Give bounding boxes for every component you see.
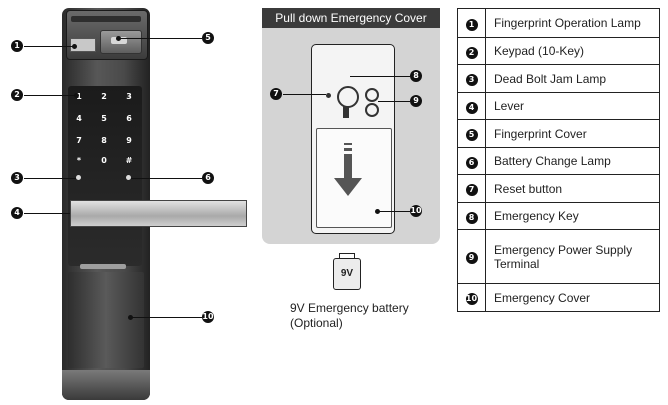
emergency-key-shaft — [343, 106, 349, 118]
keypad-key: 2 — [101, 92, 107, 101]
legend-number: 10 — [465, 293, 478, 305]
legend-text: Fingerprint Cover — [485, 119, 660, 148]
legend-text: Emergency Power Supply Terminal — [485, 229, 660, 284]
arrow-down-icon — [344, 154, 352, 178]
battery-caption-line1: 9V Emergency battery — [290, 301, 409, 315]
legend-row: 5 Fingerprint Cover — [457, 119, 660, 148]
legend-number: 1 — [465, 18, 478, 31]
legend-text: Emergency Cover — [485, 283, 660, 312]
battery-caption-line2: (Optional) — [290, 316, 343, 330]
legend-text: Reset button — [485, 174, 660, 203]
legend-row: 2 Keypad (10-Key) — [457, 37, 660, 65]
keypad-key: 1 — [76, 92, 82, 101]
dead-bolt-jam-lamp — [76, 175, 81, 180]
callout-7: 7 — [270, 88, 282, 100]
callout-7-line — [283, 94, 326, 95]
legend-row: 7 Reset button — [457, 174, 660, 203]
keypad-key: 4 — [76, 114, 82, 123]
legend-number: 2 — [465, 46, 478, 59]
keypad-key: 7 — [76, 136, 82, 145]
legend-number: 5 — [465, 129, 478, 141]
legend-number: 8 — [465, 211, 478, 224]
arrow-down-icon — [344, 148, 352, 151]
callout-6: 6 — [202, 172, 214, 184]
legend-number: 7 — [465, 184, 478, 196]
battery-caption: 9V Emergency battery (Optional) — [290, 301, 430, 331]
legend-text: Emergency Key — [485, 202, 660, 230]
callout-10-lock-line — [131, 317, 202, 318]
keypad-key: * — [76, 156, 82, 165]
callout-5: 5 — [202, 32, 214, 44]
lock-lower-slot — [80, 264, 126, 269]
legend-row: 9 Emergency Power Supply Terminal — [457, 229, 660, 284]
reset-button — [326, 93, 331, 98]
legend-row: 6 Battery Change Lamp — [457, 147, 660, 175]
callout-4-line — [24, 213, 70, 214]
keypad-key: 9 — [126, 136, 132, 145]
callout-3-line — [24, 178, 76, 179]
callout-9: 9 — [410, 95, 422, 107]
arrow-down-icon — [344, 143, 352, 145]
callout-10-panel-dot — [375, 209, 380, 214]
panel-title: Pull down Emergency Cover — [262, 8, 440, 28]
keypad-key: 8 — [101, 136, 107, 145]
callout-1: 1 — [11, 40, 23, 52]
callout-1-dot — [72, 44, 77, 49]
legend-text: Keypad (10-Key) — [485, 37, 660, 65]
power-terminal-icon — [365, 103, 379, 117]
parts-legend-table: 1 Fingerprint Operation Lamp 2 Keypad (1… — [457, 8, 660, 312]
legend-number: 4 — [465, 101, 478, 114]
emergency-key-icon — [337, 86, 359, 108]
fingerprint-operation-lamp — [70, 38, 96, 52]
lever — [70, 200, 247, 227]
lock-base — [62, 370, 150, 400]
callout-1-line — [24, 46, 74, 47]
keypad-key: 5 — [101, 114, 107, 123]
legend-number: 3 — [465, 74, 478, 86]
keypad-key: 3 — [126, 92, 132, 101]
lock-lower-body — [68, 272, 144, 368]
callout-2-line — [24, 95, 76, 96]
keypad-key: # — [125, 156, 133, 165]
battery-change-lamp — [126, 175, 131, 180]
callout-10-panel: 10 — [410, 205, 422, 217]
legend-row: 4 Lever — [457, 92, 660, 120]
legend-row: 10 Emergency Cover — [457, 283, 660, 312]
callout-10-lock: 10 — [202, 311, 214, 323]
callout-9-line — [378, 101, 410, 102]
callout-2: 2 — [11, 89, 23, 101]
power-terminal-icon — [365, 88, 379, 102]
battery-terminal — [339, 253, 355, 259]
callout-3: 3 — [11, 172, 23, 184]
callout-5-line — [118, 38, 202, 39]
legend-row: 3 Dead Bolt Jam Lamp — [457, 64, 660, 93]
callout-10-panel-line — [378, 211, 410, 212]
callout-6-line — [131, 178, 202, 179]
legend-text: Dead Bolt Jam Lamp — [485, 64, 660, 93]
battery-icon: 9V — [333, 258, 361, 290]
callout-8-line — [350, 76, 410, 77]
callout-8: 8 — [410, 70, 422, 82]
legend-text: Fingerprint Operation Lamp — [485, 8, 660, 38]
legend-text: Battery Change Lamp — [485, 147, 660, 175]
lock-top-bar — [71, 16, 141, 22]
callout-10-lock-dot — [128, 315, 133, 320]
legend-row: 8 Emergency Key — [457, 202, 660, 230]
keypad-key: 6 — [126, 114, 132, 123]
callout-5-dot — [116, 36, 121, 41]
legend-row: 1 Fingerprint Operation Lamp — [457, 8, 660, 38]
legend-text: Lever — [485, 92, 660, 120]
legend-number: 6 — [465, 156, 478, 169]
keypad-key: 0 — [101, 156, 107, 165]
arrow-down-icon — [334, 178, 362, 196]
legend-number: 9 — [465, 252, 478, 264]
callout-4: 4 — [11, 207, 23, 219]
callout-2-dot — [74, 93, 79, 98]
